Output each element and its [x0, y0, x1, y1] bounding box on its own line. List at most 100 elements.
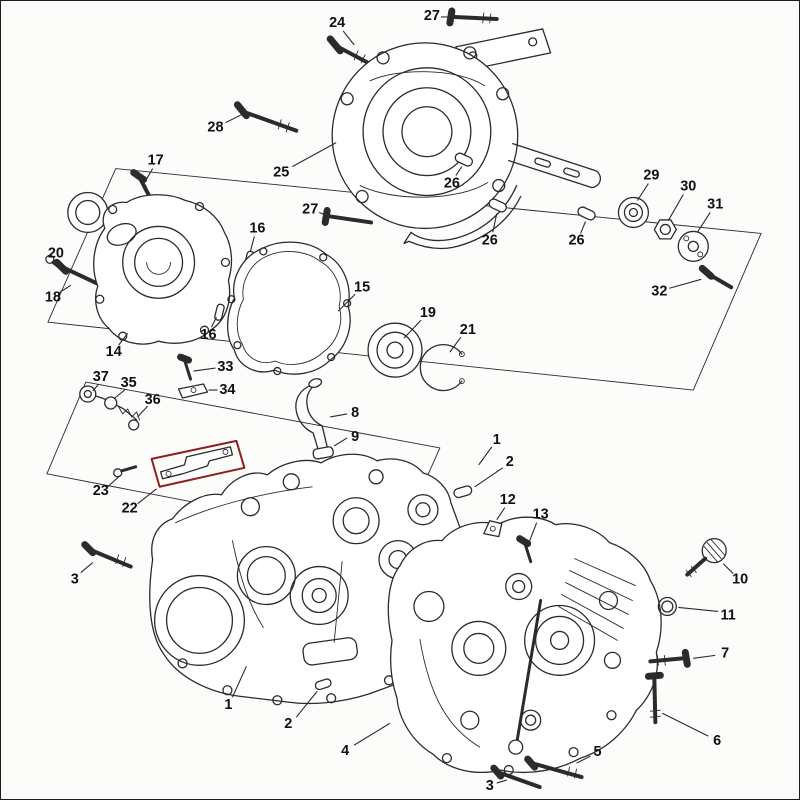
bolt-7-shaft	[648, 656, 685, 664]
part-number-10: 10	[732, 572, 748, 588]
leader-line-3	[80, 562, 94, 573]
part-number-29: 29	[643, 168, 659, 184]
group-crankcase-right-half	[387, 516, 662, 776]
bracket-hole	[528, 37, 538, 47]
guide-bar-22	[159, 446, 234, 480]
housing-ring	[401, 106, 453, 158]
bolt-28-shaft	[241, 109, 299, 133]
leader-line-1	[231, 666, 247, 698]
detent-roller-35	[104, 396, 118, 410]
leader-line-17	[145, 168, 154, 181]
part-number-1: 1	[493, 432, 501, 448]
damper-pin-26	[488, 198, 507, 213]
breather-pipe-8	[295, 384, 319, 451]
crankcase-cover-14	[93, 194, 233, 345]
leader-line-35	[114, 389, 126, 399]
screw-23-head	[113, 468, 123, 478]
leader-line-29	[636, 183, 649, 201]
group-bearing-seal-retainer	[617, 196, 734, 290]
housing-detail	[369, 71, 486, 87]
shaft-boss	[413, 590, 445, 623]
cover-boss	[122, 225, 196, 299]
leader-line-15	[337, 293, 356, 312]
bolt-hole	[355, 189, 369, 204]
bolt-32-shaft	[705, 271, 734, 290]
cover-bolt-hole	[194, 201, 205, 212]
thread-mark	[489, 13, 492, 24]
part-number-36: 36	[145, 392, 161, 408]
ball-bearing-19	[367, 322, 423, 378]
leader-line-1	[478, 446, 493, 466]
thread-mark	[649, 715, 661, 718]
gasket-hole	[233, 340, 242, 350]
breather-grommet-9	[312, 446, 334, 460]
leader-line-31	[696, 212, 711, 233]
bolt-13-shaft	[523, 541, 533, 564]
part-number-11: 11	[721, 607, 736, 623]
part-number-26: 26	[482, 232, 498, 248]
leader-line-25	[292, 142, 337, 168]
cover-bolt-hole	[199, 325, 210, 335]
leader-line-26	[455, 166, 463, 176]
thread-mark	[574, 768, 578, 779]
leader-line-9	[333, 437, 348, 447]
leader-line-5	[576, 755, 591, 764]
part-number-15: 15	[354, 279, 370, 295]
bar-hole	[165, 470, 172, 477]
part-number-8: 8	[351, 405, 359, 421]
bearing-29	[617, 196, 650, 229]
cover-bolt-hole	[108, 204, 118, 215]
leader-line-27	[319, 211, 331, 217]
thread-mark	[115, 554, 120, 565]
leader-line-13	[529, 522, 538, 541]
bolt-13-head	[516, 535, 532, 548]
bolt-3-shaft	[87, 547, 133, 569]
cylinder-bore	[165, 586, 234, 655]
shaft-boss-inner	[512, 579, 526, 594]
bearing-boss-inner	[301, 577, 337, 614]
cover-hub	[146, 261, 172, 275]
case-edge-line	[175, 486, 313, 524]
bolt-27-shaft	[452, 14, 499, 21]
housing-detail	[359, 182, 489, 198]
ring-eye	[458, 351, 465, 358]
part-number-27: 27	[302, 201, 318, 217]
bolt-24-shaft	[334, 43, 373, 66]
snap-ring-21	[419, 344, 463, 392]
part-number-28: 28	[207, 120, 223, 136]
leader-line-26	[492, 213, 498, 233]
damper-pin-26	[577, 206, 596, 221]
shaft-boss	[407, 494, 439, 526]
gasket-hole	[327, 352, 336, 362]
leader-line-2	[295, 690, 318, 718]
bearing-29-bore	[628, 207, 639, 218]
housing-ring	[362, 67, 492, 197]
crank-bore-hub	[549, 630, 570, 651]
o-ring-36	[128, 419, 140, 431]
oil-seal	[67, 191, 109, 234]
leader-line-12	[496, 507, 506, 521]
small-boss	[460, 710, 480, 730]
thread-mark	[663, 654, 666, 666]
case-bolt-hole	[441, 752, 453, 764]
group-bearing-and-snapring	[367, 322, 465, 392]
arm-slot	[563, 167, 580, 178]
leader-line-11	[678, 606, 719, 613]
crank-bore-inner	[246, 555, 286, 596]
part-number-1: 1	[224, 697, 232, 713]
pipe-opening	[308, 378, 323, 388]
case-bolt-hole	[272, 695, 283, 706]
bolt-27b-shaft	[328, 214, 374, 225]
shift-shaft-end	[508, 739, 524, 755]
case-bolt-hole	[222, 685, 233, 696]
leader-line-30	[667, 194, 684, 221]
small-boss-inner	[525, 714, 537, 726]
thread-mark	[285, 122, 290, 133]
thread-mark	[649, 709, 661, 712]
part-number-27: 27	[424, 8, 440, 24]
dowel-pin-2	[453, 485, 473, 499]
bearing-29-race	[623, 202, 644, 223]
